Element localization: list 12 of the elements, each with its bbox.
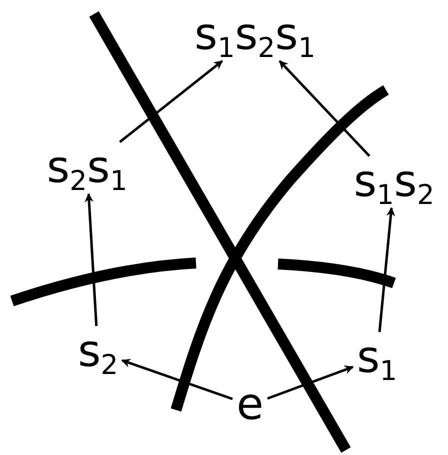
arrow — [378, 207, 396, 332]
arrow — [278, 60, 370, 157]
group-element-label: s$_{1}$s$_{2}$s$_{1}$ — [192, 11, 318, 59]
group-element-label: s$_{2}$s$_{1}$ — [44, 144, 130, 192]
arrow — [84, 193, 98, 326]
group-element-label: s$_{1}$ — [354, 334, 400, 382]
group-element-label: s$_{2}$ — [76, 328, 120, 376]
arrow — [267, 366, 354, 400]
arrow — [121, 358, 233, 400]
arrow — [119, 60, 223, 143]
group-element-label: s$_{1}$s$_{2}$ — [352, 158, 436, 206]
group-element-label: e — [234, 381, 266, 429]
